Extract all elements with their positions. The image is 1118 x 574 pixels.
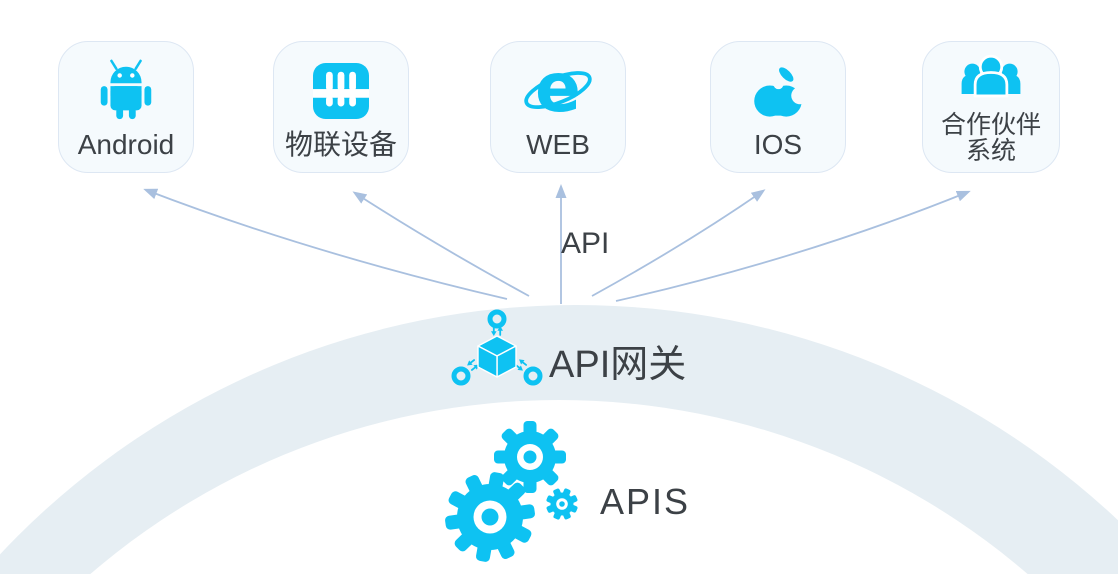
- apple-icon: [746, 54, 810, 128]
- arrow-to-android: [143, 188, 508, 300]
- api-gateway-cube-icon: [451, 309, 543, 386]
- client-card-partner-system: 合作伙伴 系统: [922, 41, 1060, 173]
- ie-browser-icon: e: [518, 54, 598, 128]
- apis-label: APIS: [600, 481, 691, 522]
- client-label: 物联设备: [284, 129, 397, 161]
- client-card-ios: IOS: [710, 41, 846, 173]
- partners-group-icon: [954, 51, 1028, 109]
- gear-large: [445, 472, 535, 562]
- gear-small: [546, 488, 578, 520]
- client-label: IOS: [753, 129, 803, 161]
- client-card-iot-device: 物联设备: [273, 41, 409, 173]
- ie-e-glyph: e: [535, 58, 581, 124]
- band-inner-cutout: [90, 400, 1028, 574]
- api-arrow-label: API: [561, 227, 610, 260]
- client-label-line1: 合作伙伴: [940, 110, 1041, 139]
- apis-gears-icon: [445, 421, 578, 562]
- client-card-android: Android: [58, 41, 194, 173]
- arrow-to-iot-device: [352, 191, 530, 297]
- client-label: Android: [77, 129, 175, 161]
- gear-medium: [494, 421, 566, 493]
- client-label: WEB: [526, 129, 590, 161]
- iot-device-icon: [313, 54, 369, 128]
- arrow-to-ios: [591, 189, 766, 297]
- android-robot-icon: [92, 54, 160, 128]
- client-label-line2: 系统: [965, 136, 1016, 165]
- client-card-web: e WEB: [490, 41, 626, 173]
- api-gateway-title: API网关: [549, 344, 687, 386]
- arrow-to-partner-system: [615, 190, 971, 302]
